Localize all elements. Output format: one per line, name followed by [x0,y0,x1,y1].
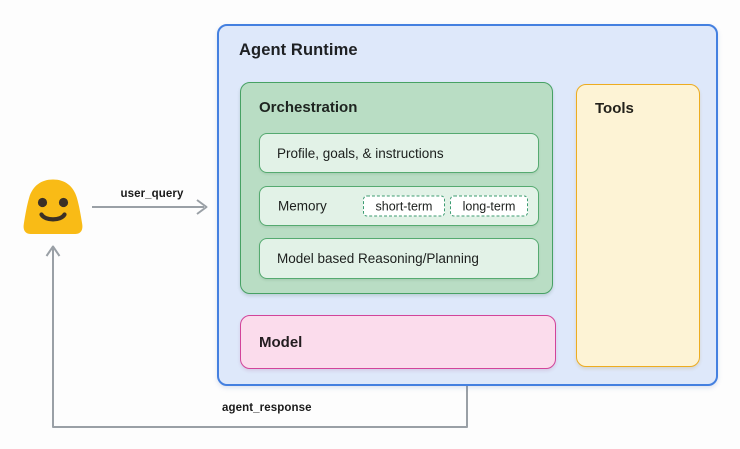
memory-label: Memory [278,198,327,214]
orchestration-box: Orchestration Profile, goals, & instruct… [240,82,553,294]
right-eye [58,197,69,208]
agent-runtime-title: Agent Runtime [239,41,358,59]
orchestration-title: Orchestration [259,99,358,116]
reasoning-planning-box: Model based Reasoning/Planning [259,238,539,279]
model-label: Model [259,333,303,351]
tools-box: Tools [576,84,700,367]
left-eye [37,197,48,208]
smile [39,212,67,222]
tools-label: Tools [595,100,634,117]
user-query-arrowhead-icon [196,199,208,215]
user-query-label: user_query [120,188,184,200]
short-term-memory-chip: short-term [363,195,445,217]
user-smiley-icon [23,179,83,234]
memory-box: Memory short-term long-term [259,186,539,226]
model-box: Model [240,315,556,369]
agent-response-arrowhead-icon [45,245,61,257]
agent-runtime-box: Agent Runtime Orchestration Profile, goa… [217,24,718,386]
agent-response-label: agent_response [222,402,312,414]
reasoning-planning-label: Model based Reasoning/Planning [277,251,479,266]
long-term-memory-chip: long-term [450,195,528,217]
profile-goals-instructions-label: Profile, goals, & instructions [277,145,444,161]
profile-goals-instructions-box: Profile, goals, & instructions [259,133,539,173]
